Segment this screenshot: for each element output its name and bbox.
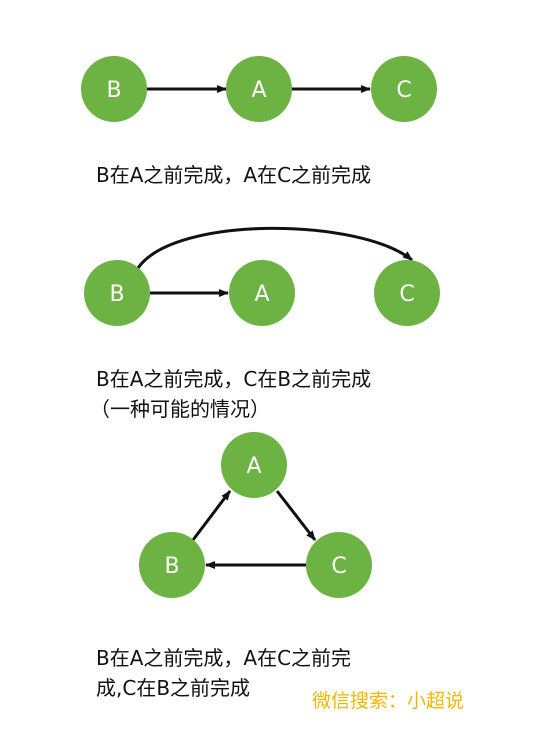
node-a-label: A [251,78,266,103]
diagram-3-caption-line-2: 成,C在B之前完成 [96,676,251,700]
node-a: A [221,432,287,498]
node-c-label: C [396,78,411,103]
edge-b-to-c-curved [136,226,413,269]
node-b: B [139,532,205,598]
edge-a-to-c [275,490,317,541]
diagram-3: A B C [139,432,372,598]
node-c: C [306,532,372,598]
diagram-3-caption-line-1: B在A之前完成，A在C之前完 [96,646,352,670]
node-b: B [81,56,147,122]
diagram-1: B A C [81,56,437,122]
diagram-2-caption-line-1: B在A之前完成，C在B之前完成 [96,367,372,391]
diagram-2-caption-line-2: （一种可能的情况） [90,397,270,421]
node-a: A [226,56,292,122]
node-b-label: B [164,554,179,579]
diagram-1-caption: B在A之前完成，A在C之前完成 [96,163,372,187]
node-b: B [84,260,150,326]
node-a-label: A [254,282,269,307]
node-b-label: B [106,78,121,103]
node-c: C [371,56,437,122]
node-c-label: C [399,282,414,307]
edge-b-to-a [191,490,232,541]
diagram-2: B A C [84,226,440,326]
node-c: C [374,260,440,326]
node-c-label: C [331,554,346,579]
node-a-label: A [246,454,261,479]
node-a: A [229,260,295,326]
node-b-label: B [109,282,124,307]
watermark-text: 微信搜索：小超说 [312,690,465,712]
